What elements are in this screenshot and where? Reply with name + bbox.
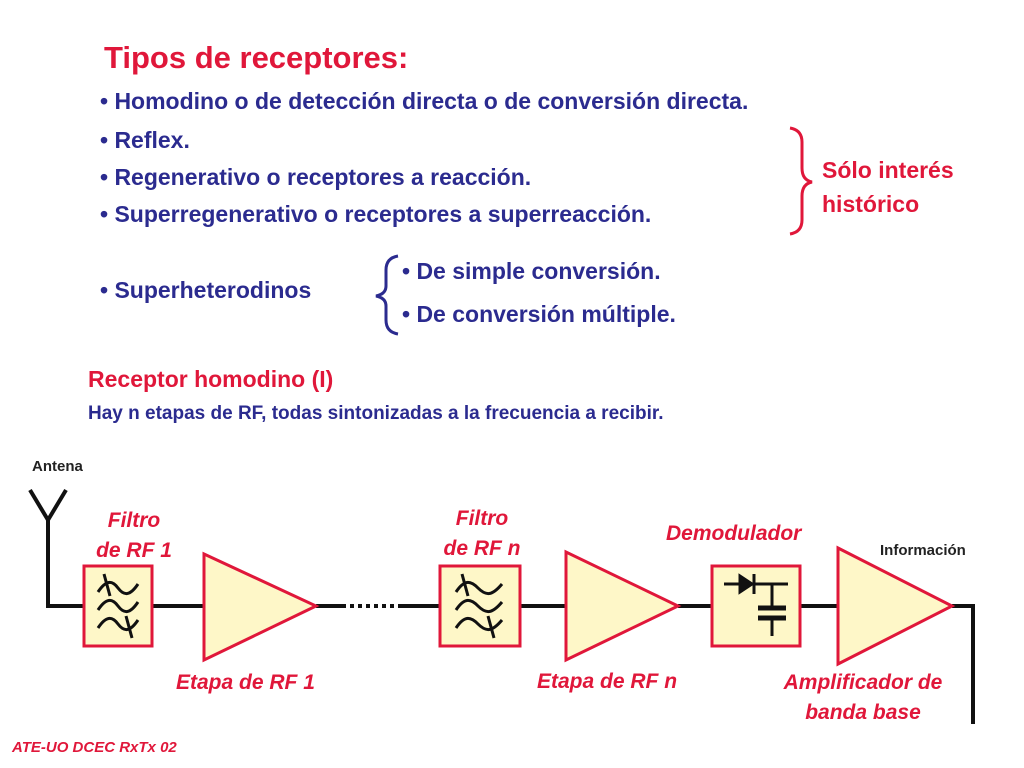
bullet-reflex: • Reflex.	[100, 127, 190, 153]
demodulator-block	[710, 564, 802, 648]
superhet-brace	[375, 254, 399, 336]
historic-brace	[789, 126, 813, 236]
stagen-label: Etapa de RF n	[537, 670, 678, 693]
rf-stagen-amplifier	[564, 549, 682, 663]
rf-stage1-amplifier	[202, 551, 320, 663]
filtern-symbol	[454, 573, 504, 639]
superhet-option-simple: • De simple conversión.	[402, 258, 661, 284]
bullet-homodino: • Homodino o de detección directa o de c…	[100, 88, 749, 114]
baseband-amplifier	[836, 545, 956, 667]
stage1-label: Etapa de RF 1	[176, 671, 315, 694]
demodulator-label: Demodulador	[666, 522, 802, 545]
footer: ATE-UO DCEC RxTx 02	[12, 739, 177, 756]
filter1-block	[82, 564, 154, 648]
section-description: Hay n etapas de RF, todas sintonizadas a…	[88, 403, 664, 424]
historic-note-line1: Sólo interés	[822, 157, 954, 183]
antenna-icon	[28, 488, 68, 606]
demodulator-symbol	[724, 573, 788, 636]
page-title: Tipos de receptores:	[104, 40, 409, 75]
filter1-symbol	[96, 573, 140, 639]
superhet-option-multiple: • De conversión múltiple.	[402, 301, 676, 327]
bullet-regenerativo: • Regenerativo o receptores a reacción.	[100, 164, 532, 190]
output-label: Información	[880, 542, 966, 559]
bullet-superregenerativo: • Superregenerativo o receptores a super…	[100, 201, 652, 227]
bullet-superheterodinos: • Superheterodinos	[100, 277, 312, 303]
antenna-label: Antena	[32, 458, 83, 475]
filtern-block	[438, 564, 522, 648]
historic-note-line2: histórico	[822, 191, 920, 217]
signal-line	[46, 604, 975, 724]
section-title: Receptor homodino (I)	[88, 366, 334, 392]
